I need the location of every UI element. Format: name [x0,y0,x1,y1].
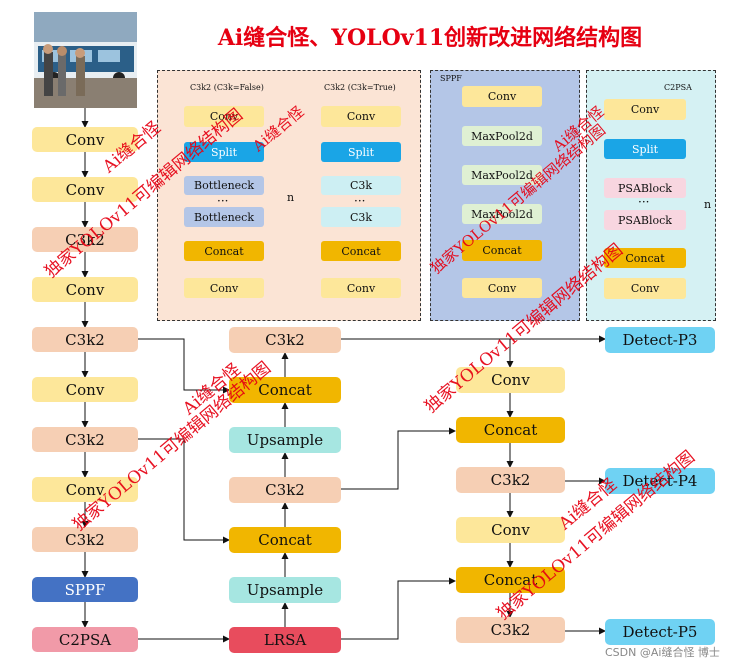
neck-c3k2-top: C3k2 [229,327,341,353]
sppf-panel-title: SPPF [440,74,462,83]
sppf-conv-top: Conv [462,86,542,107]
head-concat-2: Concat [456,567,565,593]
head-concat-1: Concat [456,417,565,443]
backbone-conv-3: Conv [32,277,138,302]
head-conv-2: Conv [456,517,565,543]
c3k2-false-split: Split [184,142,264,162]
c2psa-conv-top: Conv [604,99,686,120]
sppf-concat: Concat [462,240,542,261]
neck-concat-1: Concat [229,377,341,403]
neck-lrsa: LRSA [229,627,341,653]
c2psa-psablock-2: PSABlock [604,210,686,230]
backbone-sppf: SPPF [32,577,138,602]
backbone-c3k2-3: C3k2 [32,427,138,452]
c3k2-true-split: Split [321,142,401,162]
c2psa-panel-title: C2PSA [664,83,692,92]
c3k2-true-concat: Concat [321,241,401,261]
detect-p3: Detect-P3 [605,327,715,353]
c3k2-true-conv-top: Conv [321,106,401,127]
sppf-maxpool-1: MaxPool2d [462,126,542,146]
neck-concat-2: Concat [229,527,341,553]
backbone-c3k2-4: C3k2 [32,527,138,552]
input-image [34,12,137,108]
c3k2-true-c3k-2: C3k [321,207,401,227]
c3k2-false-bottleneck-2: Bottleneck [184,207,264,227]
backbone-c2psa: C2PSA [32,627,138,652]
c2psa-concat: Concat [604,248,686,268]
backbone-conv-2: Conv [32,177,138,202]
c3k2-n-label: n [287,191,295,204]
detect-p5: Detect-P5 [605,619,715,645]
neck-upsample-1: Upsample [229,427,341,453]
c3k2-true-conv-bottom: Conv [321,278,401,298]
backbone-conv-5: Conv [32,477,138,502]
c3k2-false-concat: Concat [184,241,264,261]
backbone-conv-1: Conv [32,127,138,152]
backbone-conv-4: Conv [32,377,138,402]
c3k2-false-conv-top: Conv [184,106,264,127]
head-c3k2-1: C3k2 [456,467,565,493]
source-credit: CSDN @Ai缝合怪 博士 [605,646,720,659]
c3k2-false-title: C3k2 (C3k=False) [190,83,264,92]
c3k2-true-c3k-1: C3k [321,176,401,195]
neck-c3k2-mid: C3k2 [229,477,341,503]
c2psa-conv-bottom: Conv [604,278,686,299]
head-conv-1: Conv [456,367,565,393]
c2psa-split: Split [604,139,686,159]
c2psa-dots: ··· [638,195,650,209]
sppf-maxpool-3: MaxPool2d [462,204,542,224]
detect-p4: Detect-P4 [605,468,715,494]
c3k2-true-dots: ··· [354,194,366,208]
c3k2-false-dots: ··· [217,194,229,208]
diagram-title: Ai缝合怪、YOLOv11创新改进网络结构图 [217,25,643,51]
c3k2-false-conv-bottom: Conv [184,278,264,298]
sppf-maxpool-2: MaxPool2d [462,165,542,185]
head-c3k2-2: C3k2 [456,617,565,643]
neck-upsample-2: Upsample [229,577,341,603]
backbone-c3k2-1: C3k2 [32,227,138,252]
c2psa-n-label: n [704,198,712,211]
c3k2-true-title: C3k2 (C3k=True) [324,83,396,92]
sppf-conv-bottom: Conv [462,278,542,298]
backbone-c3k2-2: C3k2 [32,327,138,352]
street-scene-picture [34,12,137,108]
c2psa-psablock-1: PSABlock [604,178,686,198]
c3k2-false-bottleneck-1: Bottleneck [184,176,264,195]
